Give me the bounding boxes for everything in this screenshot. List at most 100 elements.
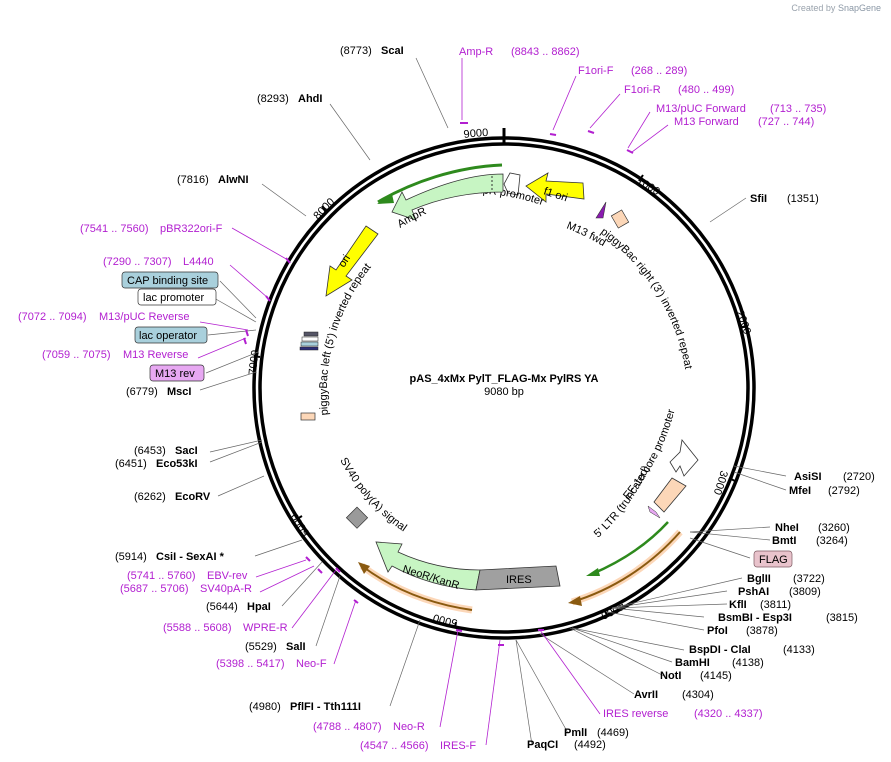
primer-leaders <box>197 58 669 746</box>
plasmid-name: pAS_4xMx PylT_FLAG-Mx PylRS YA <box>410 373 599 385</box>
tick-3000: 3000 <box>711 469 730 496</box>
svg-text:9000: 9000 <box>463 127 489 141</box>
ires-block <box>475 565 561 591</box>
boxed-labels: CAP binding site lac promoter lac operat… <box>121 271 793 568</box>
site-name-noti: NotI <box>660 670 681 682</box>
neo-orf <box>361 565 473 611</box>
primer-name-sv40pa-r: SV40pA-R <box>200 583 252 595</box>
sv40-label: SV40 poly(A) signal <box>337 456 408 535</box>
credit-brand: SnapGene <box>837 3 881 13</box>
primer-name-f1ori-r: F1ori-R <box>624 84 661 96</box>
snapgene-credit: Created by SnapGene <box>791 3 881 13</box>
cap-box <box>121 271 219 289</box>
site-pos-mfei: (2792) <box>828 485 860 497</box>
primer-range-neo-f: (5398 .. 5417) <box>216 658 285 670</box>
svg-text:piggyBac right (3') inverted r: piggyBac right (3') inverted repeat <box>598 226 694 370</box>
primer-range-ebv-rev: (5741 .. 5760) <box>127 570 196 582</box>
primer-name-wpre-r: WPRE-R <box>243 622 288 634</box>
site-pos-ahdi: (8293) <box>257 93 289 105</box>
site-name-bmti: BmtI <box>772 535 796 547</box>
primer-range-ires-f: (4547 .. 4566) <box>360 740 429 752</box>
site-name-ecorv: EcoRV <box>175 491 211 503</box>
primer-ticks <box>243 122 634 646</box>
site-name-bspdi: BspDI - ClaI <box>689 644 751 656</box>
site-pos-ecorv: (6262) <box>134 491 166 503</box>
primer-range-m13-rev: (7059 .. 7075) <box>42 349 111 361</box>
site-pos-scai: (8773) <box>340 45 372 57</box>
site-pos-noti: (4145) <box>700 670 732 682</box>
site-pos-saci: (6453) <box>134 445 166 457</box>
primer-name-ires-rev: IRES reverse <box>603 708 668 720</box>
site-name-kfli: KflI <box>729 599 747 611</box>
primer-range-l4440: (7290 .. 7307) <box>103 256 172 268</box>
ampr-promoter-arrow <box>503 172 521 196</box>
m13-fwd-marker <box>595 201 607 219</box>
site-name-sali: SalI <box>286 641 306 653</box>
site-pos-pshai: (3809) <box>789 586 821 598</box>
site-name-mfei: MfeI <box>789 485 811 497</box>
svg-text:3000: 3000 <box>711 469 730 496</box>
site-pos-sali: (5529) <box>245 641 277 653</box>
tick-2000: 2000 <box>733 309 753 336</box>
site-labels-right: PaqCI (4492) PmlI (4469) AvrII (4304) No… <box>527 193 875 751</box>
primer-name-l4440: L4440 <box>183 256 214 268</box>
primer-range-amp-r: (8843 .. 8862) <box>511 46 580 58</box>
lac-operator-box <box>134 326 208 344</box>
ampr-orf-head <box>377 194 394 204</box>
neo-orf-head <box>358 562 370 574</box>
site-pos-hpai: (5644) <box>206 601 238 613</box>
ltr-label: 5' LTR (truncated) <box>592 464 652 540</box>
svg-text:4000: 4000 <box>599 599 626 621</box>
site-pos-bspdi: (4133) <box>783 644 815 656</box>
neokan-arrow <box>375 541 481 591</box>
site-name-eco53ki: Eco53kI <box>156 458 198 470</box>
ampr-arrow <box>391 173 504 221</box>
site-pos-bamhi: (4138) <box>732 657 764 669</box>
ori-label: ori <box>336 253 353 270</box>
ltr-orf-head <box>586 568 600 576</box>
flag-box <box>753 550 793 568</box>
site-labels-left: (8773) ScaI (8293) AhdI (7816) AlwNI (67… <box>115 45 404 713</box>
lac-promoter-label: lac promoter <box>143 292 204 304</box>
ires-label: IRES <box>506 574 532 586</box>
cap-label: CAP binding site <box>127 275 208 287</box>
svg-text:piggyBac left (5') inverted re: piggyBac left (5') inverted repeat <box>318 261 374 416</box>
primer-name-ebv-rev: EBV-rev <box>207 570 248 582</box>
site-pos-msci: (6779) <box>126 386 158 398</box>
site-pos-nhei: (3260) <box>818 522 850 534</box>
site-name-bamhi: BamHI <box>675 657 710 669</box>
primer-name-m13-rev: M13 Reverse <box>123 349 188 361</box>
m13-rev-box <box>149 364 205 382</box>
site-name-pfoi: PfoI <box>707 625 728 637</box>
primer-range-neo-r: (4788 .. 4807) <box>313 721 382 733</box>
ef1a-arrow <box>669 439 699 477</box>
tick-9000: 9000 <box>463 127 489 141</box>
site-pos-pflfi: (4980) <box>249 701 281 713</box>
primer-name-ires-f: IRES-F <box>440 740 476 752</box>
primer-range-sv40pa-r: (5687 .. 5706) <box>120 583 189 595</box>
tick-4000: 4000 <box>599 599 626 621</box>
site-pos-csii: (5914) <box>115 551 147 563</box>
ltr-orf <box>591 521 669 576</box>
primer-name-m13puc-fwd: M13/pUC Forward <box>656 103 746 115</box>
primer-range-wpre-r: (5588 .. 5608) <box>163 622 232 634</box>
primer-range-f1ori-r: (480 .. 499) <box>678 84 734 96</box>
primer-range-m13-fwd: (727 .. 744) <box>758 116 814 128</box>
pb-right-box <box>610 209 630 229</box>
site-name-bglii: BglII <box>747 573 771 585</box>
primer-name-f1ori-f: F1ori-F <box>578 65 614 77</box>
site-name-asisi: AsiSI <box>794 471 822 483</box>
lac-promoter-box <box>137 288 217 306</box>
f1-ori-arrow <box>525 172 585 203</box>
primer-range-m13puc-fwd: (713 .. 735) <box>770 103 826 115</box>
pylrs-orf <box>571 531 681 603</box>
primer-range-m13puc-rev: (7072 .. 7094) <box>18 311 87 323</box>
site-pos-asisi: (2720) <box>843 471 875 483</box>
pylrs-orf-head <box>568 596 582 606</box>
primer-name-pbr322: pBR322ori-F <box>160 223 223 235</box>
primer-name-neo-r: Neo-R <box>393 721 425 733</box>
pb-left-box <box>300 412 316 421</box>
site-pos-sfii: (1351) <box>787 193 819 205</box>
site-pos-eco53ki: (6451) <box>115 458 147 470</box>
site-name-paqci: PaqCI <box>527 739 558 751</box>
